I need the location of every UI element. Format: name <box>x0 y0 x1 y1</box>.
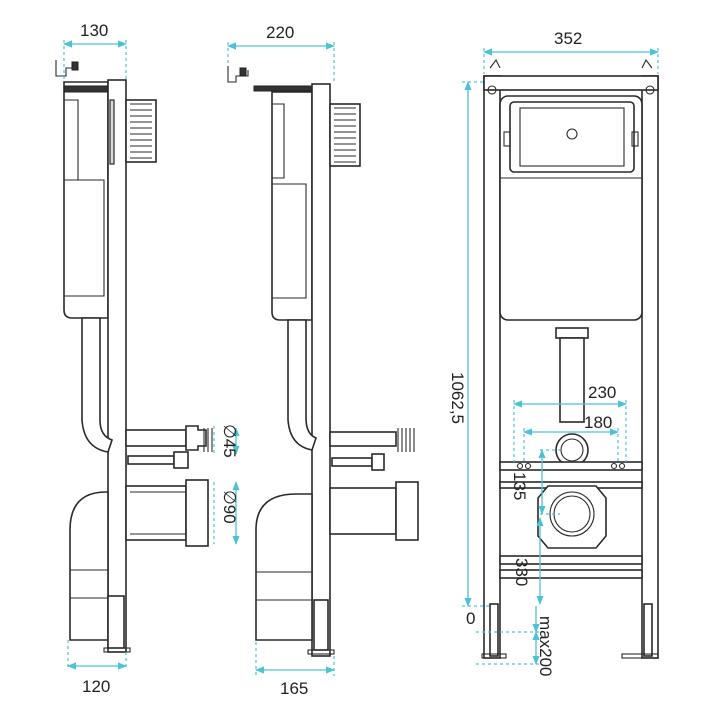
dim-label-165: 165 <box>280 679 308 698</box>
ribbed-panel-2 <box>329 103 361 167</box>
drain-outlet-front <box>537 485 607 549</box>
frame-post-2 <box>311 83 331 657</box>
mounting-bracket-2 <box>227 66 249 83</box>
connector-pipe-2 <box>329 431 397 447</box>
dim-label-180: 180 <box>584 413 612 432</box>
frame-left-post <box>483 75 501 659</box>
dimension-lines <box>63 40 659 676</box>
dim-label-220: 220 <box>266 23 294 42</box>
frame-right-post <box>641 75 659 659</box>
outlet-pipe-1 <box>125 485 187 541</box>
dim-label-1062-5: 1062,5 <box>448 372 467 424</box>
outlet-pipe-2 <box>329 487 397 535</box>
frame-post-1 <box>107 79 127 653</box>
front-view <box>481 58 659 659</box>
dim-label-330: 330 <box>512 558 531 586</box>
dim-label-130: 130 <box>80 21 108 40</box>
dim-label-120: 120 <box>82 677 110 696</box>
dim-label-diameter-90: ∅90 <box>220 490 239 524</box>
ribbed-panel-1 <box>125 99 157 163</box>
front-flush-pipe <box>559 337 585 423</box>
drain-bend-1 <box>69 491 109 641</box>
cistern-tank-1 <box>63 81 109 319</box>
dim-label-135: 135 <box>510 472 529 500</box>
dim-label-max200: max200 <box>536 616 555 676</box>
cross-bar-lower <box>499 569 643 579</box>
dim-label-diameter-45: ∅45 <box>220 424 239 458</box>
drain-bend-2 <box>255 493 313 641</box>
side-view-1 <box>55 60 213 653</box>
connector-pipe-1 <box>125 429 187 447</box>
flush-pipe-2 <box>287 319 317 451</box>
side-view-2 <box>227 66 419 657</box>
dim-label-352: 352 <box>554 29 582 48</box>
dim-label-zero: 0 <box>466 609 475 628</box>
flush-pipe-1 <box>81 317 114 453</box>
cross-bar-upper <box>499 461 643 471</box>
frame-top-bar <box>483 75 659 91</box>
dim-label-230: 230 <box>588 383 616 402</box>
